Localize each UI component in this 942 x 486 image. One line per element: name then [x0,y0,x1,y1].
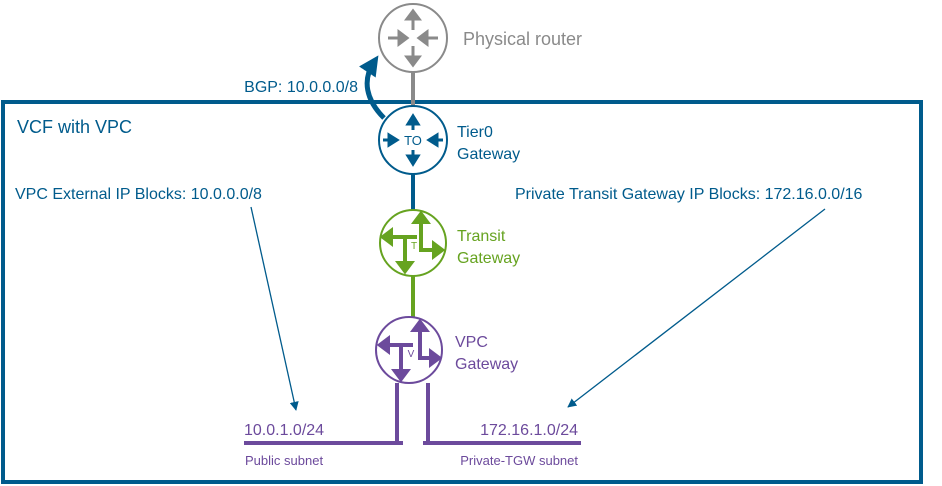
private-tgw-ip-blocks-arrow [567,208,826,408]
transit-glyph: T [411,241,417,252]
router-arrows-icon [388,8,438,68]
vcf-container-box [1,100,923,484]
external-ip-blocks-label: VPC External IP Blocks: 10.0.0.0/8 [15,186,262,203]
public-subnet-cidr: 10.0.1.0/24 [244,422,324,439]
tier0-glyph: TO [404,133,422,148]
vpc-label-line1: VPC [455,334,488,351]
container-title: VCF with VPC [17,117,132,137]
bgp-arrow [359,55,386,120]
tier0-arrows-icon [383,113,443,167]
external-ip-blocks-arrow [250,206,299,411]
tier0-router-icon [378,105,448,175]
physical-router-node [378,3,448,73]
vpc-gateway-icon [375,316,443,384]
vpc-arrows-icon [376,318,443,383]
transit-gateway-icon [379,209,447,277]
transit-label-line2: Gateway [457,250,520,267]
transit-label-line1: Transit [457,228,506,245]
tier0-label-line1: Tier0 [457,124,493,141]
private-tgw-ip-blocks-label: Private Transit Gateway IP Blocks: 172.1… [515,186,863,203]
tier0-gateway-node: TO [378,105,448,175]
vpc-label-line2: Gateway [455,356,518,373]
private-subnet-name: Private-TGW subnet [460,453,578,468]
transit-arrows-icon [379,210,446,275]
router-icon [378,3,448,73]
transit-gateway-node: T [379,209,447,277]
public-subnet-name: Public subnet [245,453,323,468]
bgp-label: BGP: 10.0.0.0/8 [244,79,358,96]
private-subnet-cidr: 172.16.1.0/24 [480,422,578,439]
vpc-glyph: V [408,349,415,360]
tier0-label-line2: Gateway [457,146,520,163]
vpc-gateway-node: V [375,316,443,384]
physical-router-label: Physical router [463,29,582,49]
